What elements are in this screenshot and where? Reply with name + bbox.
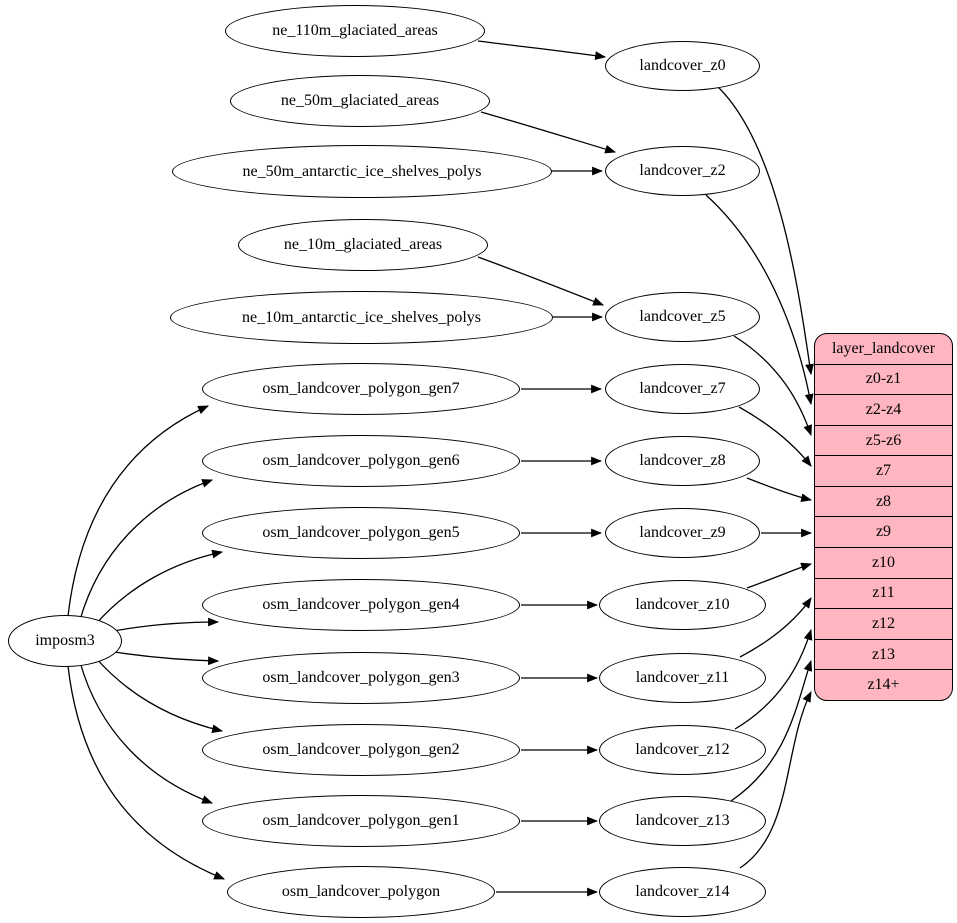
table-row-z5-z6: z5-z6	[815, 424, 952, 456]
edge-imposm3-to-osm-landcover-polygon-gen4	[107, 617, 220, 633]
node-landcover-z13: landcover_z13	[599, 796, 766, 846]
table-row-z13: z13	[815, 638, 952, 670]
node-imposm3: imposm3	[8, 615, 122, 667]
node-landcover-z14: landcover_z14	[599, 867, 766, 917]
node-landcover-z5: landcover_z5	[605, 292, 760, 342]
node-osm-landcover-polygon-gen4: osm_landcover_polygon_gen4	[202, 579, 520, 631]
table-row-z8: z8	[815, 485, 952, 517]
node-landcover-z0: landcover_z0	[605, 41, 760, 91]
table-row-z0-z1: z0-z1	[815, 363, 952, 395]
table-row-z11: z11	[815, 577, 952, 609]
edge-landcover-z11-to-row-z11	[739, 597, 812, 658]
edge-imposm3-to-osm-landcover-polygon-gen1	[79, 661, 214, 804]
node-osm-landcover-polygon: osm_landcover_polygon	[227, 866, 495, 918]
node-landcover-z10: landcover_z10	[599, 580, 766, 630]
edge-imposm3-to-osm-landcover-polygon-gen3	[107, 650, 220, 666]
table-title: layer_landcover	[831, 339, 936, 357]
edge-landcover-z10-to-row-z10	[746, 562, 813, 589]
edge-ne-50m-glaciated-areas-to-landcover-z2	[480, 111, 617, 154]
node-landcover-z2: landcover_z2	[605, 146, 760, 196]
edge-landcover-z13-to-row-z13	[730, 659, 813, 802]
edge-landcover-z12-to-row-z12	[734, 628, 813, 730]
node-landcover-z11: landcover_z11	[599, 653, 766, 703]
edge-landcover-z7-to-row-z7	[738, 406, 812, 467]
node-landcover-z7: landcover_z7	[605, 364, 760, 414]
edge-imposm3-to-osm-landcover-polygon-gen6	[79, 479, 214, 621]
node-ne-50m-antarctic-ice-shelves-polys: ne_50m_antarctic_ice_shelves_polys	[172, 145, 552, 198]
node-osm-landcover-polygon-gen3: osm_landcover_polygon_gen3	[202, 652, 520, 704]
table-row-z9: z9	[815, 516, 952, 547]
edge-landcover-z5-to-row-z5-z6	[733, 335, 812, 437]
edge-landcover-z2-to-row-z2-z4	[705, 194, 814, 406]
table-row-z7: z7	[815, 455, 952, 486]
node-ne-110m-glaciated-areas: ne_110m_glaciated_areas	[225, 5, 485, 57]
node-ne-10m-glaciated-areas: ne_10m_glaciated_areas	[238, 219, 488, 271]
node-ne-50m-glaciated-areas: ne_50m_glaciated_areas	[230, 75, 490, 127]
edge-imposm3-to-osm-landcover-polygon-gen2	[94, 656, 224, 734]
node-ne-10m-antarctic-ice-shelves-polys: ne_10m_antarctic_ice_shelves_polys	[170, 291, 553, 344]
node-osm-landcover-polygon-gen1: osm_landcover_polygon_gen1	[202, 795, 520, 847]
edge-imposm3-to-osm-landcover-polygon	[67, 665, 226, 880]
table-row-z12: z12	[815, 608, 952, 639]
edge-imposm3-to-osm-landcover-polygon-gen5	[94, 549, 224, 626]
table-row-z14plus: z14+	[815, 669, 952, 700]
edge-landcover-z0-to-row-z0-z1	[715, 84, 814, 376]
table-row-z10: z10	[815, 547, 952, 578]
node-osm-landcover-polygon-gen2: osm_landcover_polygon_gen2	[202, 724, 520, 776]
node-landcover-z9: landcover_z9	[605, 508, 760, 558]
edge-ne-10m-glaciated-areas-to-landcover-z5	[477, 256, 605, 306]
node-landcover-z8: landcover_z8	[605, 436, 760, 486]
node-osm-landcover-polygon-gen5: osm_landcover_polygon_gen5	[202, 507, 520, 559]
edge-ne-110m-glaciated-areas-to-landcover-z0	[477, 40, 607, 60]
node-osm-landcover-polygon-gen6: osm_landcover_polygon_gen6	[202, 435, 520, 487]
node-osm-landcover-polygon-gen7: osm_landcover_polygon_gen7	[202, 363, 520, 415]
node-landcover-z12: landcover_z12	[599, 725, 766, 775]
edge-imposm3-to-osm-landcover-polygon-gen7	[67, 405, 210, 617]
layer-landcover-table: layer_landcover z0-z1 z2-z4 z5-z6 z7 z8 …	[814, 333, 953, 701]
table-row-z2-z4: z2-z4	[815, 394, 952, 425]
edge-landcover-z14-to-row-z14plus	[739, 691, 812, 869]
edge-landcover-z8-to-row-z8	[746, 477, 813, 503]
